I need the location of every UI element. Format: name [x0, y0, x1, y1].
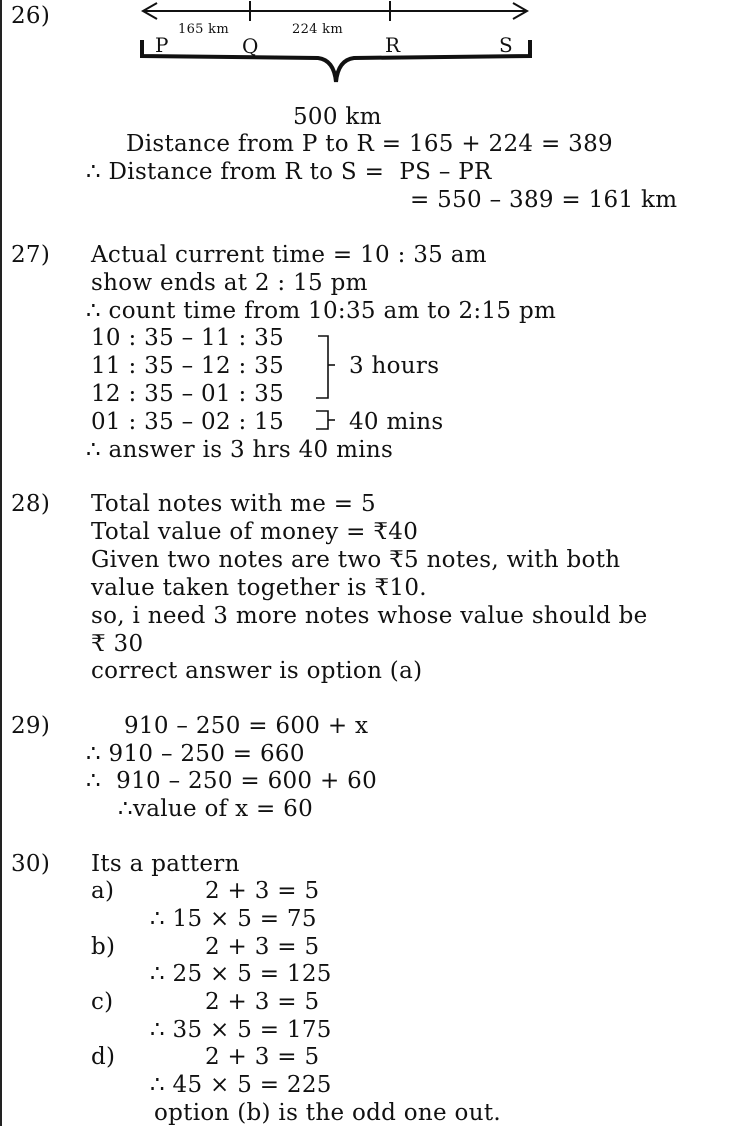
- q30-option-c-product: ∴ 35 × 5 = 175: [150, 1017, 332, 1043]
- distance-diagram: [140, 1, 532, 83]
- time-brackets: [316, 335, 335, 430]
- q27-line-6: 12 : 35 – 01 : 35: [91, 381, 285, 407]
- q28-line-6: ₹ 30: [91, 631, 144, 657]
- q27-line-5: 11 : 35 – 12 : 35: [91, 353, 285, 379]
- q27-line-3: ∴ count time from 10:35 am to 2:15 pm: [86, 298, 557, 324]
- total-distance-label: 500 km: [293, 104, 382, 130]
- q28-line-5: so, i need 3 more notes whose value shou…: [91, 603, 648, 629]
- arrow-head-left: [140, 2, 158, 20]
- q27-line-8: ∴ answer is 3 hrs 40 mins: [86, 437, 394, 463]
- q28-line-3: Given two notes are two ₹5 notes, with b…: [91, 547, 621, 573]
- q30-option-a-product: ∴ 15 × 5 = 75: [150, 906, 317, 932]
- point-s: S: [499, 33, 514, 57]
- q26-line-1: Distance from P to R = 165 + 224 = 389: [126, 131, 613, 157]
- mins-bracket: [316, 410, 329, 430]
- q26-line-2: ∴ Distance from R to S = PS – PR: [86, 159, 492, 185]
- q30-option-c-sum: 2 + 3 = 5: [205, 989, 320, 1015]
- total-brace: [140, 40, 532, 83]
- q26-line-3: = 550 – 389 = 161 km: [410, 187, 678, 213]
- brace-mins-label: 40 mins: [349, 409, 444, 435]
- point-p: P: [155, 33, 169, 57]
- q30-option-b-label: b): [91, 934, 116, 960]
- q27-line-2: show ends at 2 : 15 pm: [91, 270, 368, 296]
- q28-line-7: correct answer is option (a): [91, 658, 423, 684]
- q30-conclusion: option (b) is the odd one out.: [154, 1100, 501, 1126]
- question-number-27: 27): [11, 242, 51, 268]
- q30-option-b-sum: 2 + 3 = 5: [205, 934, 320, 960]
- q30-option-d-sum: 2 + 3 = 5: [205, 1044, 320, 1070]
- q30-option-d-product: ∴ 45 × 5 = 225: [150, 1072, 332, 1098]
- q28-line-1: Total notes with me = 5: [91, 491, 376, 517]
- q29-line-3: ∴ 910 – 250 = 600 + 60: [86, 768, 378, 794]
- q30-option-c-label: c): [91, 989, 114, 1015]
- q29-line-4: ∴value of x = 60: [118, 796, 314, 822]
- q29-line-1: 910 – 250 = 600 + x: [124, 713, 369, 739]
- q28-line-2: Total value of money = ₹40: [91, 519, 419, 545]
- segment-qr-label: 224 km: [292, 22, 343, 37]
- point-q: Q: [242, 34, 259, 58]
- q27-line-1: Actual current time = 10 : 35 am: [91, 242, 487, 268]
- arrow-head-right: [512, 2, 530, 20]
- hours-bracket: [316, 335, 329, 399]
- q30-option-d-label: d): [91, 1044, 116, 1070]
- q30-option-a-label: a): [91, 878, 115, 904]
- question-number-26: 26): [11, 3, 51, 29]
- q30-option-a-sum: 2 + 3 = 5: [205, 878, 320, 904]
- point-r: R: [385, 33, 401, 57]
- brace-hours-label: 3 hours: [349, 353, 440, 379]
- q27-line-4: 10 : 35 – 11 : 35: [91, 325, 285, 351]
- question-number-29: 29): [11, 713, 51, 739]
- question-number-28: 28): [11, 491, 51, 517]
- q30-intro: Its a pattern: [91, 851, 240, 877]
- q27-line-7: 01 : 35 – 02 : 15: [91, 409, 285, 435]
- question-number-30: 30): [11, 851, 51, 877]
- segment-pq-label: 165 km: [178, 22, 229, 37]
- page-left-border: [0, 0, 2, 1126]
- q29-line-2: ∴ 910 – 250 = 660: [86, 741, 305, 767]
- q28-line-4: value taken together is ₹10.: [91, 575, 427, 601]
- q30-option-b-product: ∴ 25 × 5 = 125: [150, 961, 332, 987]
